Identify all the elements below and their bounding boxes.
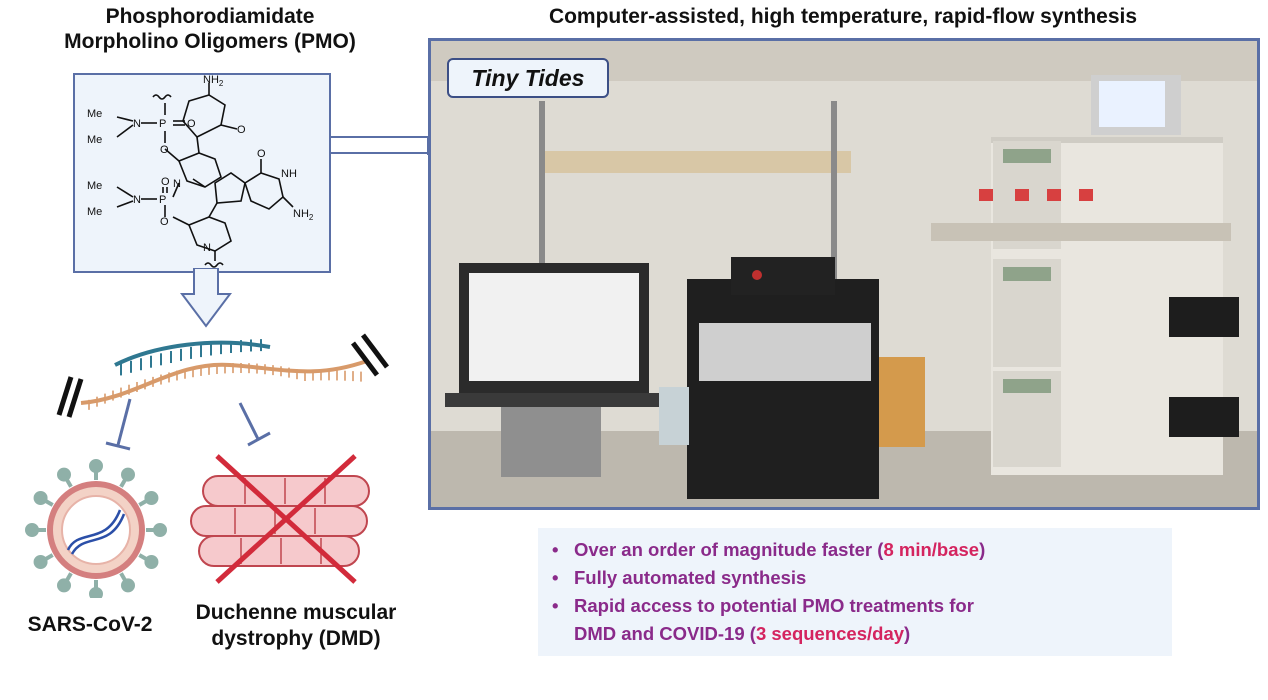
connector-line	[327, 136, 429, 155]
rna-duplex	[56, 333, 389, 418]
me-label-4: Me	[87, 206, 102, 218]
benefit-speed: • Over an order of magnitude faster (8 m…	[552, 536, 1162, 564]
muscle-fiber-icon	[190, 454, 370, 584]
virus-label: SARS-CoV-2	[27, 613, 153, 636]
me-label-1: Me	[87, 108, 102, 120]
nh-label: NH	[281, 168, 297, 180]
cross-mark	[215, 454, 357, 584]
synthesizer-photo	[428, 38, 1260, 510]
n-label-3: N	[133, 194, 141, 206]
speed-highlight: 8 min/base	[883, 539, 980, 560]
benefits-panel: • Over an order of magnitude faster (8 m…	[538, 528, 1172, 656]
o-label-5: O	[160, 216, 169, 228]
synthesizer-photo-drawing	[431, 41, 1257, 507]
left-title: Phosphorodiamidate Morpholino Oligomers …	[40, 4, 380, 54]
me-label-2: Me	[87, 134, 102, 146]
inhibition-arrows	[105, 398, 271, 451]
o-label-3: O	[237, 124, 246, 136]
me-label-3: Me	[87, 180, 102, 192]
dmd-label: Duchenne muscular dystrophy (DMD)	[176, 600, 416, 652]
o-label-6: O	[257, 148, 266, 160]
throughput-highlight: 3 sequences/day	[755, 623, 905, 644]
tiny-tides-badge: Tiny Tides	[447, 58, 609, 98]
o-label-1: O	[187, 118, 196, 130]
n-label-2: N	[173, 178, 181, 190]
n-label-4: N	[203, 242, 211, 254]
n-label-1: N	[133, 118, 141, 130]
benefit-access: • Rapid access to potential PMO treatmen…	[552, 592, 1162, 648]
left-title-line2: Morpholino Oligomers (PMO)	[64, 30, 356, 53]
nh2-label-2: NH2	[293, 208, 314, 222]
dmd-label-line2: dystrophy (DMD)	[211, 627, 381, 650]
bullet-dot: •	[552, 595, 559, 616]
right-title: Computer-assisted, high temperature, rap…	[548, 5, 1138, 28]
pmo-structure-panel: Me Me N P O O NH2 O N Me Me N P O O N O …	[73, 73, 331, 273]
dmd-label-line1: Duchenne muscular	[195, 601, 397, 624]
down-arrow	[180, 268, 232, 328]
o-label-2: O	[160, 144, 169, 156]
bullet-dot: •	[552, 539, 559, 560]
left-title-line1: Phosphorodiamidate	[105, 5, 315, 28]
p-label-2: P	[159, 194, 166, 206]
pmo-structure-drawing: Me Me N P O O NH2 O N Me Me N P O O N O …	[87, 74, 314, 268]
bullet-dot: •	[552, 567, 559, 588]
o-label-4: O	[161, 176, 170, 188]
nh2-label-1: NH2	[203, 75, 224, 88]
p-label-1: P	[159, 118, 166, 130]
virus-icon	[25, 459, 167, 598]
benefit-automation: • Fully automated synthesis	[552, 564, 1162, 592]
